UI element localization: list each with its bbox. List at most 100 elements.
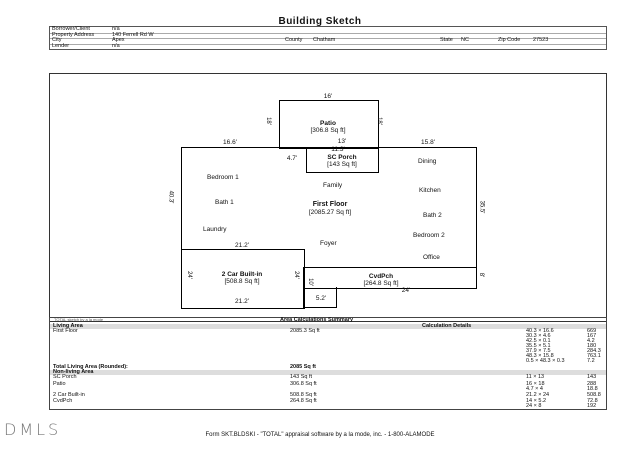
calc-expr-6: 0.5 × 48.3 × 0.3 [526, 358, 565, 364]
city-row: City Apex County Chatham State NC Zip Co… [50, 37, 606, 45]
nl-c1-1: 16 × 18 [526, 381, 545, 387]
lender-row: Lender n/a [50, 42, 606, 50]
calc-val-1: 167 [587, 333, 597, 339]
city-value: Apex [112, 37, 125, 43]
garage-outline [181, 249, 305, 309]
garage-left-dim: 24' [185, 271, 192, 279]
page-title: Building Sketch [278, 16, 362, 27]
sketch-note: TOTAL sketch by a la mode [54, 317, 104, 322]
county-value: Chatham [313, 37, 336, 43]
patio-area: [306.8 Sq ft] [310, 127, 346, 134]
room-foyer: Foyer [320, 240, 337, 247]
borrower-label: Borrower/Client [52, 26, 90, 32]
zip-label: Zip Code [498, 37, 521, 43]
calc-val-0: 669 [587, 328, 597, 334]
nl-name-0: SC Porch [53, 374, 77, 380]
porch-title: SC Porch [327, 154, 357, 161]
calc-val-5: 763.1 [587, 353, 601, 359]
nl-sqft-0: 143 Sq ft [290, 374, 313, 380]
dmls-watermark: DMLS [4, 420, 62, 439]
garage-title: 2 Car Built-in [221, 271, 263, 278]
city-label: City [52, 37, 62, 43]
total-living-label: Total Living Area (Rounded): [53, 364, 128, 370]
cvdpch-area: [264.8 Sq ft] [363, 280, 399, 287]
room-laundry: Laundry [203, 226, 227, 233]
nl-name-2: 2 Car Built-in [53, 392, 85, 398]
non-living-band [50, 370, 606, 375]
address-value: 140 Ferrell Rd W [112, 31, 154, 38]
living-band [50, 324, 606, 329]
garage-top-dim: 21.2' [235, 242, 249, 249]
patio-left-dim: 18' [264, 117, 271, 125]
nl-v1-1: 288 [587, 381, 597, 387]
cvdpch-mid-dim: 10' [306, 278, 313, 286]
nl-v2-1: 18.8 [587, 386, 598, 392]
calc-val-6: 7.2 [587, 358, 595, 364]
first-floor-label: First Floor [53, 328, 78, 334]
room-bedroom-1: Bedroom 1 [207, 174, 239, 181]
state-value: NC [461, 37, 469, 43]
patio-top-dim: 16' [323, 93, 333, 100]
cvdpch-left-dim: 5.2' [315, 295, 327, 302]
room-bath-1: Bath 1 [215, 199, 234, 206]
address-label: Property Address [52, 31, 95, 38]
cvdpch-stub [303, 287, 337, 308]
first-floor-area: [2085.27 Sq ft] [308, 209, 352, 216]
form-footer: Form SKT.BLDSKI - "TOTAL" appraisal soft… [205, 432, 435, 438]
nl-c1-0: 11 × 13 [526, 374, 545, 380]
state-label: State [440, 37, 453, 43]
nl-sqft-2: 508.8 Sq ft [290, 392, 317, 398]
zip-value: 27523 [533, 37, 549, 43]
calc-expr-2: 42.5 × 0.1 [526, 338, 551, 344]
living-area-label: Living Area [53, 323, 83, 329]
borrower-row: Borrower/Client n/a [50, 26, 606, 34]
room-bedroom-2: Bedroom 2 [413, 232, 445, 239]
dim-right-top: 15.8' [421, 139, 435, 146]
area-calculations: TOTAL sketch by a la mode Area Calculati… [49, 317, 607, 410]
nl-sqft-1: 306.8 Sq ft [290, 381, 317, 387]
porch-area: [143 Sq ft] [327, 161, 357, 168]
cvdpch-right-dim: 8' [478, 272, 485, 278]
calc-expr-5: 48.3 × 15.8 [526, 353, 554, 359]
nl-c2-3: 24 × 8 [526, 403, 542, 409]
borrower-value: n/a [112, 26, 120, 32]
nl-name-3: CvdPch [53, 398, 73, 404]
nl-name-1: Patio [53, 381, 66, 387]
calc-val-3: 180 [587, 343, 597, 349]
nl-v1-2: 508.8 [587, 392, 601, 398]
area-section-title: Area Calculations Summary [280, 317, 354, 323]
lender-value: n/a [112, 42, 120, 49]
nl-v1-0: 143 [587, 374, 597, 380]
first-floor-outline [181, 147, 477, 268]
nl-c2-1: 4.7 × 4 [526, 386, 543, 392]
room-family: Family [323, 182, 343, 189]
patio-outline [279, 100, 379, 149]
calc-val-2: 4.2 [587, 338, 595, 344]
garage-right-dim: 24' [292, 271, 299, 279]
garage-bottom-dim: 21.2' [235, 298, 249, 305]
calc-val-4: 284.3 [587, 348, 601, 354]
building-sketch: Patio [306.8 Sq ft] 16' 18' 18' SC Porch… [49, 73, 607, 322]
cvdpch-outline [303, 267, 477, 289]
patio-title: Patio [320, 120, 336, 127]
calc-details-label: Calculation Details [422, 323, 472, 329]
patio-right-dim: 18' [375, 117, 382, 125]
dim-right-side: 35.5' [478, 200, 485, 214]
cvdpch-title: CvdPch [368, 273, 394, 280]
nl-v1-3: 72.8 [587, 398, 598, 404]
non-living-label: Non-living Area [53, 369, 94, 375]
first-floor-sqft: 2085.3 Sq ft [290, 328, 320, 334]
porch-inner-dim: 11.3' [331, 146, 345, 153]
porch-left-dim: 4.7' [286, 155, 298, 162]
nl-sqft-3: 264.8 Sq ft [290, 398, 317, 404]
dim-left-top: 16.6' [223, 139, 237, 146]
county-label: County [285, 37, 303, 43]
garage-area: [508.8 Sq ft] [224, 278, 260, 285]
first-floor-title: First Floor [312, 201, 348, 208]
dim-left-side: 40.3' [167, 190, 174, 204]
room-dining: Dining [418, 158, 437, 165]
porch-top-dim: 13' [337, 138, 347, 145]
room-kitchen: Kitchen [419, 187, 441, 194]
property-header: Borrower/Client n/a Property Address 140… [49, 26, 607, 50]
total-living-value: 2085 Sq ft [290, 364, 316, 370]
